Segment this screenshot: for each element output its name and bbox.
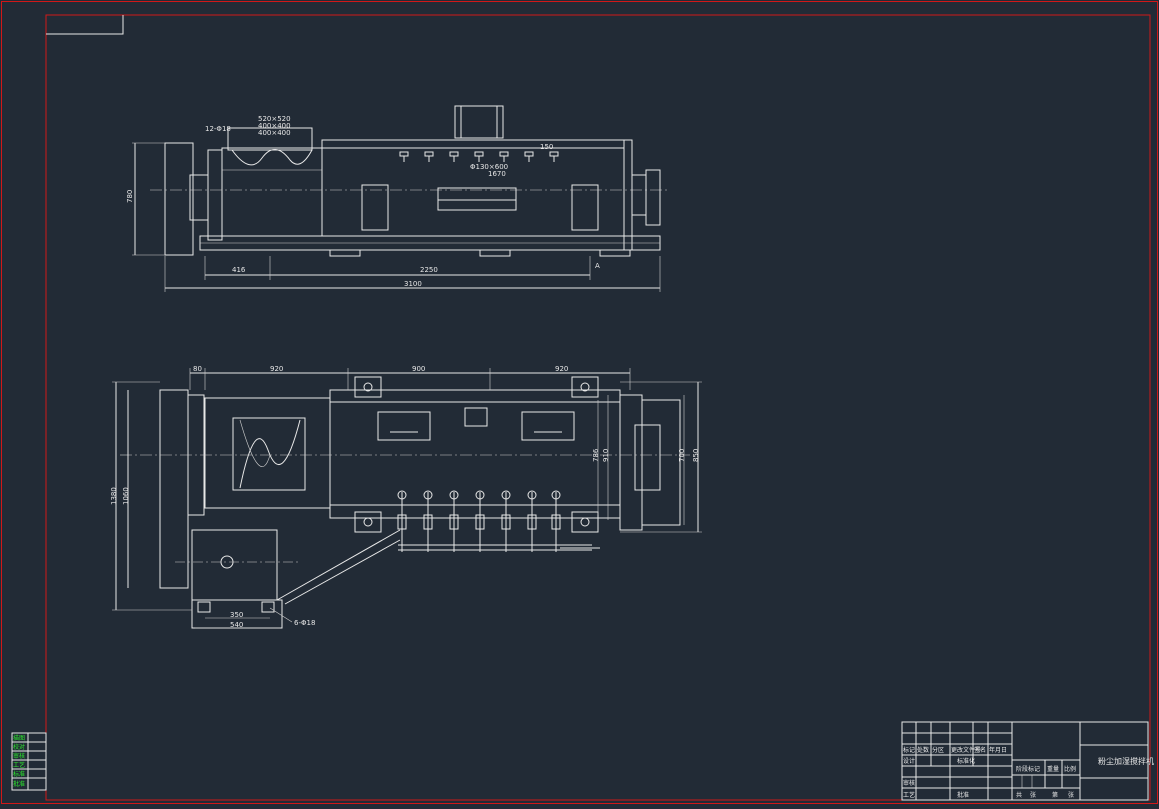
tb-review: 审核 (903, 779, 915, 787)
nozzle-row (399, 151, 559, 162)
dim-left-offset: 416 (232, 266, 246, 274)
tb-stage: 阶段标记 (1016, 765, 1040, 773)
dim-right-c: 700 (678, 449, 686, 462)
dim-bar-label: 1670 (488, 170, 506, 178)
drawing-title: 粉尘加湿搅拌机 (1098, 756, 1154, 766)
dim-inlet-2: 400×400 (258, 122, 291, 130)
dim-overall-height: 780 (126, 190, 134, 203)
drive-motor (164, 142, 194, 256)
left-sidebar-table: 描图 校对 审核 工艺 标准 批准 (11, 732, 47, 791)
auxiliary-motor (191, 529, 278, 601)
sidebar-row-3: 审核 (13, 752, 25, 760)
dim-right-a: 786 (592, 448, 600, 462)
drive-motor-top (159, 389, 189, 589)
shaft-coupling (437, 187, 517, 211)
nozzle-manifold (397, 490, 600, 552)
tb-sheet-unit: 张 (1068, 791, 1074, 799)
sidebar-row-2: 校对 (13, 743, 25, 751)
dim-span-right: 920 (555, 365, 568, 373)
dim-inlet-1: 520×520 (258, 115, 291, 123)
dim-left-small: 80 (193, 365, 202, 373)
top-drive-unit (454, 105, 504, 139)
dim-inlet-3: 400×400 (258, 129, 291, 137)
front-view: 780 416 2250 3100 520×520 400×400 400×40… (126, 105, 668, 292)
title-block: 标记 处数 分区 更改文件号 签名 年月日 设计 审核 工艺 标准化 批准 阶段… (901, 721, 1154, 801)
dim-small-label: 150 (540, 143, 553, 151)
dim-motor-base-a: 350 (230, 611, 243, 619)
corner-label-box (46, 15, 124, 35)
dim-span-left: 920 (270, 365, 283, 373)
sidebar-row-4: 工艺 (13, 761, 25, 769)
tb-sheet-of: 张 (1030, 791, 1036, 799)
section-mark: A (595, 262, 600, 270)
dim-right-d: 850 (692, 449, 700, 462)
sidebar-row-6: 批准 (13, 780, 25, 788)
tb-change-doc: 更改文件号 (951, 746, 981, 754)
tb-date: 年月日 (989, 746, 1007, 754)
tb-standard: 标准化 (957, 757, 975, 765)
dim-shaft-label: Φ130×600 (470, 163, 508, 171)
bearing-left (361, 184, 389, 231)
top-view: 80 920 900 920 1380 1060 786 910 700 850… (110, 365, 702, 629)
tb-approve: 批准 (957, 791, 969, 799)
dim-span-mid: 900 (412, 365, 425, 373)
dim-bolt-label: 12-Φ18 (205, 125, 231, 133)
tb-sheet-total: 共 (1016, 791, 1022, 799)
tb-process: 工艺 (903, 791, 915, 799)
dim-motor-bolts: 6-Φ18 (294, 619, 315, 627)
tb-design: 设计 (903, 757, 915, 765)
dim-center-span: 2250 (420, 266, 438, 274)
sidebar-row-5: 标准 (13, 770, 25, 778)
tb-mark: 标记 (903, 746, 915, 754)
sidebar-row-1: 描图 (13, 734, 25, 742)
dim-overall-length: 3100 (404, 280, 422, 288)
inner-border (45, 14, 1151, 801)
dim-motor-base-b: 540 (230, 621, 243, 629)
tb-signature: 签名 (974, 746, 986, 754)
dim-right-b: 910 (602, 449, 610, 462)
trough-top (329, 389, 621, 519)
inlet-opening (232, 417, 306, 491)
dim-inner-width: 1060 (122, 487, 130, 505)
tb-sheet-num: 第 (1052, 791, 1058, 799)
tb-count: 处数 (917, 746, 929, 754)
tb-zone: 分区 (932, 746, 944, 754)
tb-scale: 比例 (1064, 765, 1076, 773)
tb-weight: 重量 (1047, 765, 1059, 773)
inlet-hopper (221, 147, 323, 237)
bearing-right (571, 184, 599, 231)
dim-overall-width: 1380 (110, 487, 118, 505)
